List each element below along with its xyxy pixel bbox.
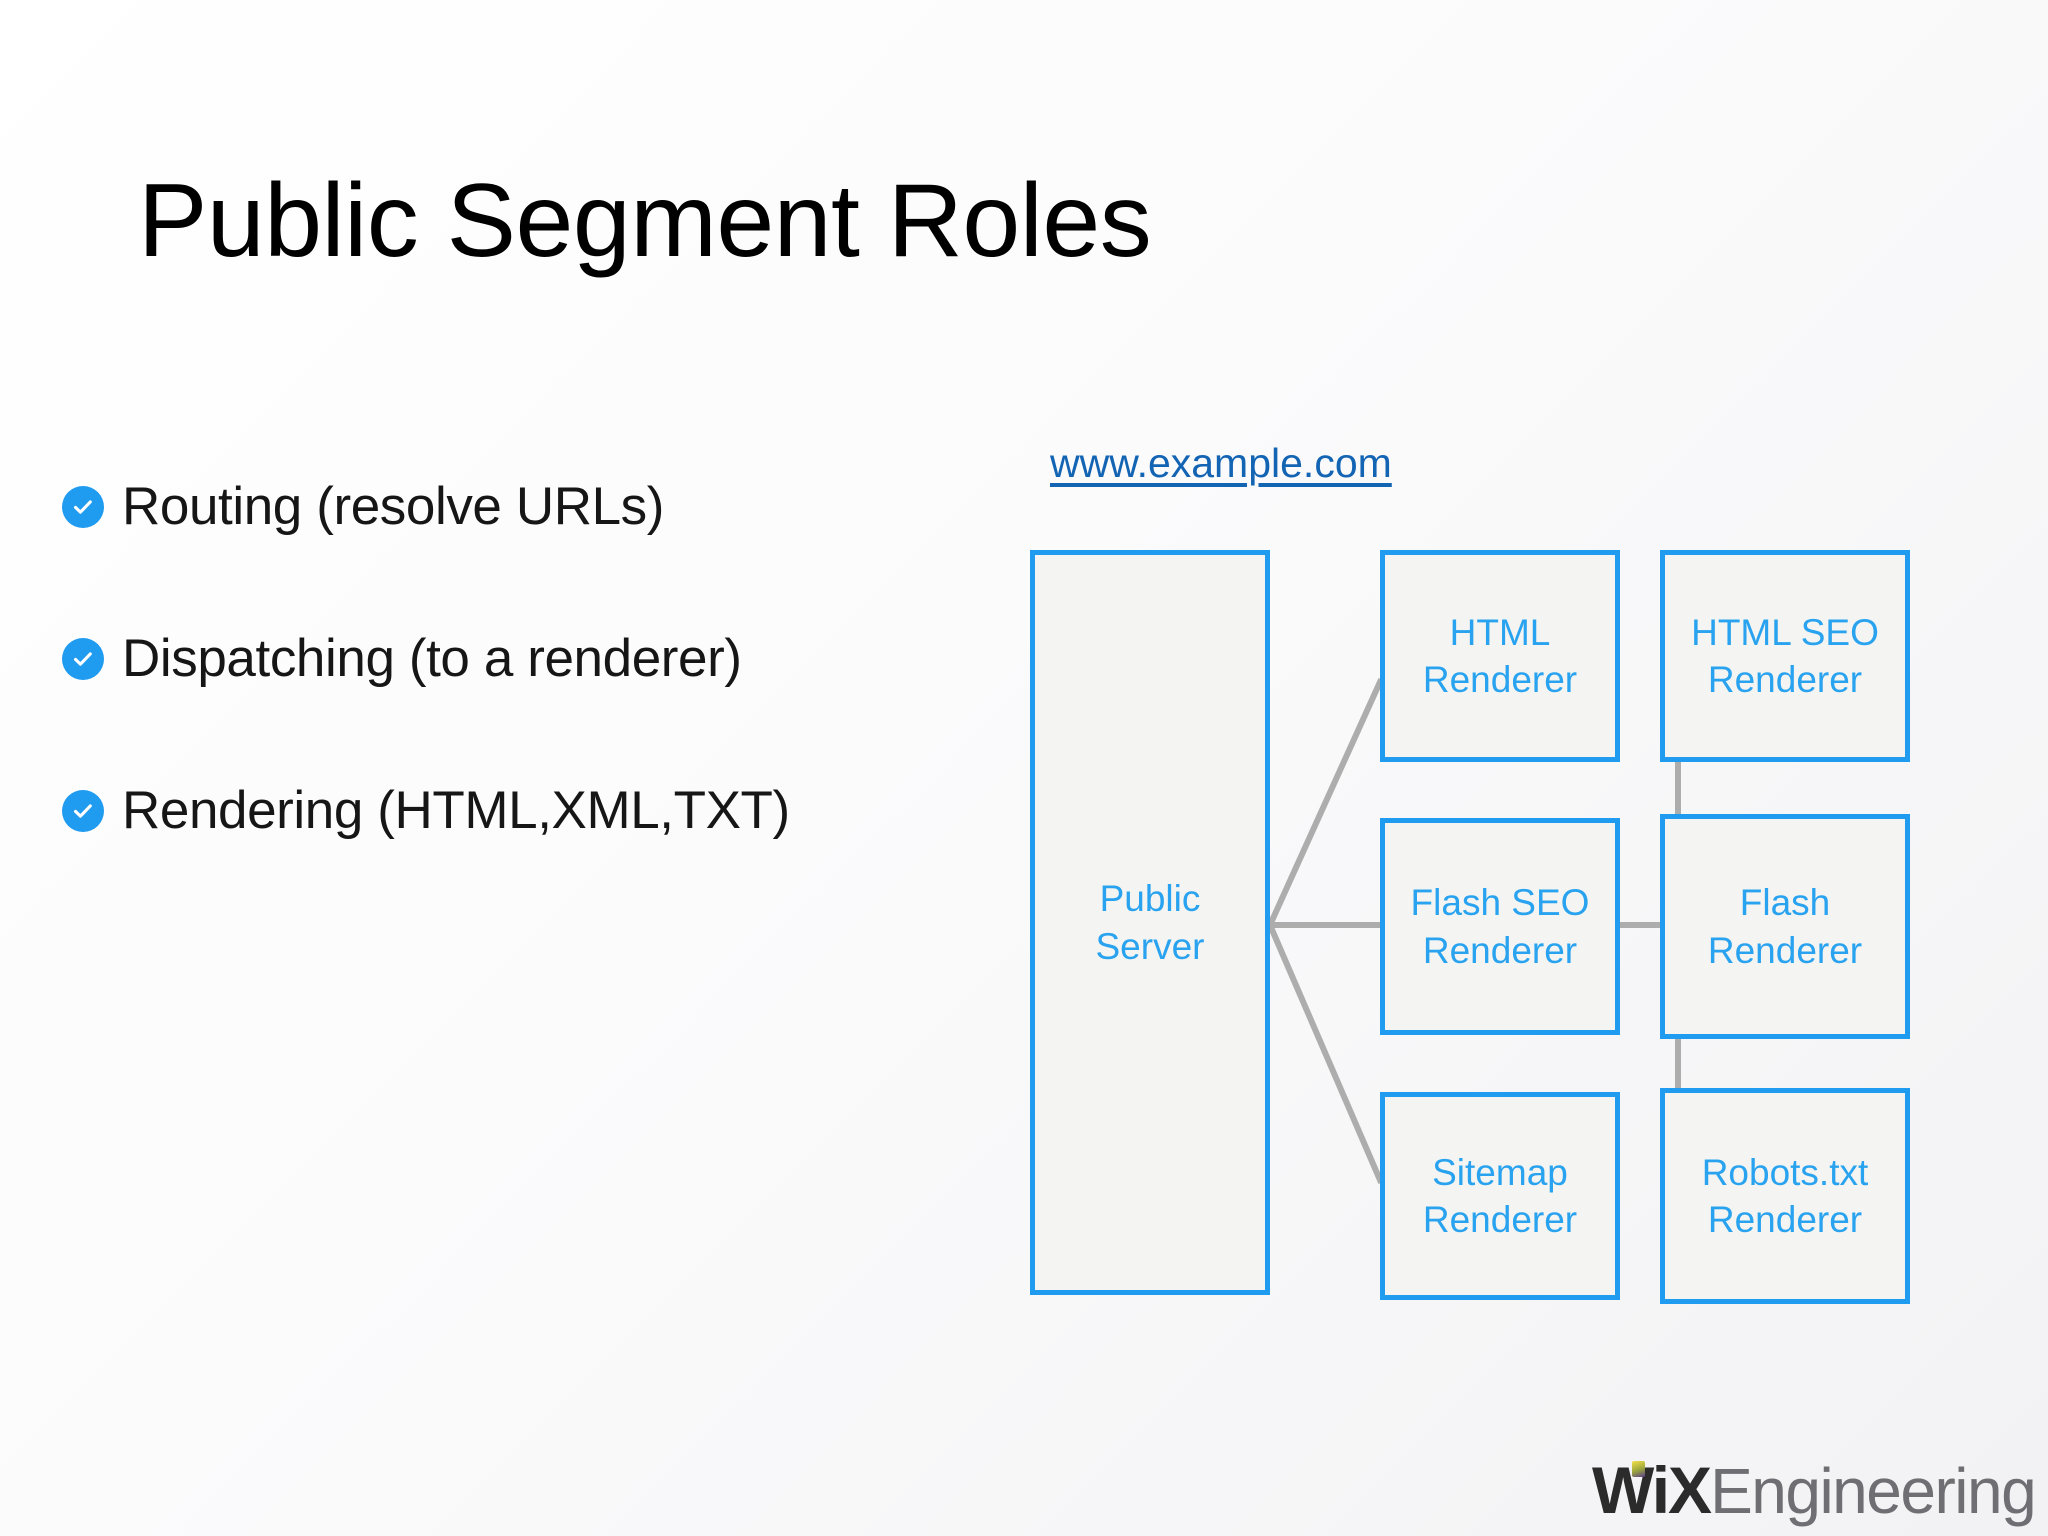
list-item: Routing (resolve URLs) (62, 430, 962, 582)
node-label-line1: Flash SEO (1410, 882, 1590, 924)
node-label-line2: Renderer (1422, 1199, 1578, 1240)
node-sitemap-renderer[interactable]: Sitemap Renderer (1380, 1092, 1620, 1300)
architecture-diagram: www.example.com Public Server (1030, 420, 1990, 1320)
node-label-line1: Public (1099, 878, 1201, 920)
node-public-server[interactable]: Public Server (1030, 550, 1270, 1295)
node-html-renderer[interactable]: HTML Renderer (1380, 550, 1620, 762)
node-label-line1: HTML (1449, 611, 1551, 653)
bullet-list: Routing (resolve URLs) Dispatching (to a… (62, 430, 962, 886)
node-label-line2: Renderer (1422, 929, 1578, 971)
node-label-line2: Renderer (1707, 1199, 1863, 1240)
list-item: Rendering (HTML,XML,TXT) (62, 734, 962, 886)
node-label-line2: Server (1095, 925, 1205, 967)
logo-suffix: Engineering (1710, 1455, 2037, 1527)
logo-wordmark: WiX (1592, 1453, 1712, 1527)
list-item-label: Routing (resolve URLs) (122, 476, 665, 536)
node-label-line1: Robots.txt (1701, 1151, 1869, 1193)
node-label-line2: Renderer (1707, 929, 1863, 971)
node-label-line2: Renderer (1707, 659, 1863, 700)
example-url-link[interactable]: www.example.com (1050, 440, 1392, 486)
node-html-seo-renderer[interactable]: HTML SEO Renderer (1660, 550, 1910, 762)
node-label-line1: HTML SEO (1691, 611, 1879, 653)
wix-engineering-logo: WiX Engineering (1592, 1452, 2037, 1528)
node-robots-renderer[interactable]: Robots.txt Renderer (1660, 1088, 1910, 1304)
list-item-label: Dispatching (to a renderer) (122, 628, 742, 688)
node-label-line1: Flash (1739, 882, 1831, 924)
node-flash-seo-renderer[interactable]: Flash SEO Renderer (1380, 818, 1620, 1035)
check-circle-icon (62, 790, 104, 832)
list-item: Dispatching (to a renderer) (62, 582, 962, 734)
node-label-line2: Renderer (1422, 659, 1578, 700)
node-flash-renderer[interactable]: Flash Renderer (1660, 814, 1910, 1039)
page-title: Public Segment Roles (138, 163, 1152, 279)
check-circle-icon (62, 638, 104, 680)
node-label-line1: Sitemap (1432, 1151, 1568, 1193)
list-item-label: Rendering (HTML,XML,TXT) (122, 780, 790, 840)
logo-dot-icon (1632, 1461, 1645, 1477)
check-circle-icon (62, 486, 104, 528)
